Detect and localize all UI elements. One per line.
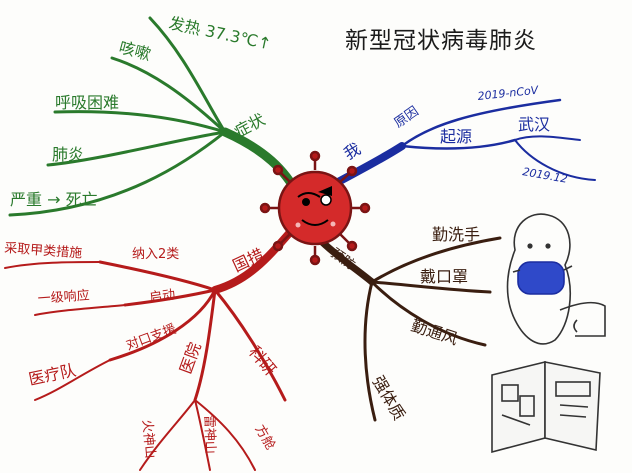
prevention-air: 勤通风 [409,316,461,349]
symptoms-link-severe [8,130,227,217]
measures-fangcang: 方舱 [252,422,279,453]
measures-hospital: 医院 [176,340,205,377]
me-cause-value: 2019-nCoV [477,84,540,103]
faucet-icon [559,301,606,337]
me-link-place [514,135,581,141]
measures-link-huoshen [139,399,196,471]
prevention-mask: 戴口罩 [420,267,468,286]
symptom-breath: 呼吸困难 [55,93,119,112]
me-origin-label: 起源 [440,127,472,146]
measures-link-first-detail [4,261,101,269]
symptoms-label: 症状 [231,110,268,142]
me-link-date [514,139,596,181]
measures-first-level: 纳入2类 [132,247,179,262]
me-label: 我 [341,139,364,163]
book-illustration [491,360,601,454]
measures-link-activate [123,288,217,307]
masked-person-illustration [506,213,606,345]
me-link-origin [400,138,517,150]
measures-activate: 启动 [148,287,176,305]
measures-link-first [98,260,217,292]
symptom-severe: 严重 → 死亡 [10,190,98,209]
measures-link-activate-detail [34,304,126,316]
prevention-link-mask [370,280,492,294]
prevention-wash: 勤洗手 [432,225,480,244]
measures-link-research [213,288,287,402]
measures-link-hospital [193,288,217,402]
measures-first-level-detail: 采取甲类措施 [4,241,83,261]
symptom-fever: 发热 37.3℃↑ [167,13,273,53]
symptoms-link-fever [148,16,227,134]
me-origin-place: 武汉 [518,115,550,134]
prevention-link-wash [370,236,502,284]
me-link-cause [400,98,562,148]
measures-leishen: 雷神山 [201,415,217,455]
symptoms-link-pneumonia [46,130,227,167]
me-cause-label: 原因 [392,104,422,131]
measures-huoshen: 火神山 [139,419,157,459]
symptoms-link-cough [110,56,227,134]
prevention-link-air [370,280,487,347]
measures-link-fangcang [194,399,256,471]
measures-link-support [108,288,217,362]
symptoms-link-breath [53,110,227,134]
measures-research: 科研 [245,342,280,379]
measures-support-detail: 医疗队 [27,360,78,389]
symptom-pneumonia: 肺炎 [52,145,84,164]
me-origin-date: 2019.12 [521,165,568,186]
symptoms-branch [8,16,303,217]
measures-activate-detail: 一级响应 [37,287,90,307]
measures-support: 对口支援 [124,322,178,354]
measures-link-leishen [194,399,211,471]
virus-icon [259,150,371,266]
prevention-link-body [363,280,377,422]
page-title: 新型冠状病毒肺炎 [345,28,537,54]
face-mask-icon [517,261,565,295]
measures-link-support-detail [34,359,111,401]
